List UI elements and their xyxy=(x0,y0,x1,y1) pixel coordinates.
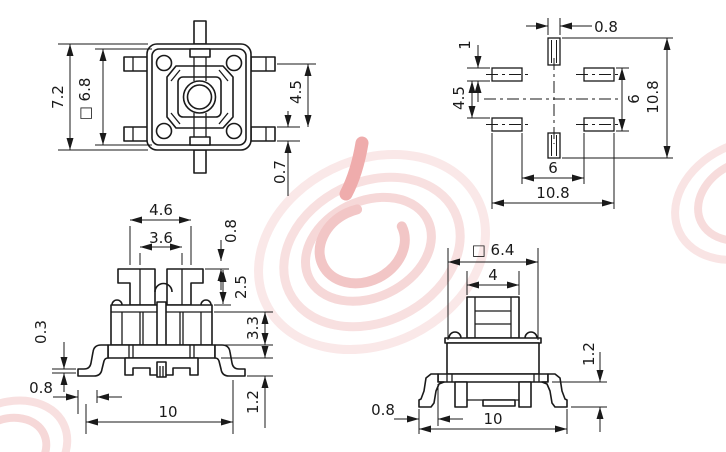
dim-side-body-square: □ 6.4 xyxy=(472,241,515,259)
dim-front-foot-thickness: 0.3 xyxy=(32,320,50,344)
side-bottom-block xyxy=(482,399,516,407)
side-bump-left xyxy=(448,331,462,339)
watermark-ellipse-mid xyxy=(279,172,465,332)
side-foot-tab-right xyxy=(518,381,532,408)
cap-prong-left xyxy=(117,268,156,306)
stem-anchor-bottom xyxy=(189,136,211,146)
dim-front-foot-offset: 0.8 xyxy=(29,379,53,397)
dim-land-row-pitch: 4.5 xyxy=(450,86,468,110)
dim-front-standoff: 1.2 xyxy=(244,390,262,414)
dim-land-inner-vertical: 6 xyxy=(625,94,643,104)
side-gullwing-right xyxy=(541,373,568,408)
body-bump-left xyxy=(111,299,123,306)
dim-front-lead-span: 10 xyxy=(158,403,177,421)
dim-side-lead-span: 10 xyxy=(483,410,502,428)
lead-right-lower xyxy=(250,126,276,142)
side-body xyxy=(446,342,540,375)
dim-land-pad-height: 1 xyxy=(456,40,474,50)
cap-prong-right xyxy=(166,268,204,306)
watermark-accent-stroke xyxy=(339,136,369,201)
stem-top xyxy=(193,20,207,45)
body-bump-right xyxy=(200,299,212,306)
gullwing-lead-right xyxy=(214,344,246,377)
dim-land-overall-horizontal: 10.8 xyxy=(536,184,569,202)
lead-left-lower xyxy=(123,126,149,142)
dim-front-cap-inner: 3.6 xyxy=(149,229,173,247)
corner-hole-tr xyxy=(225,54,243,72)
side-view-part xyxy=(418,296,568,408)
front-view-part xyxy=(77,268,246,378)
watermark-ellipse-inner xyxy=(301,192,436,306)
dim-side-foot-offset: 0.8 xyxy=(371,401,395,419)
dim-land-inner-horizontal: 6 xyxy=(548,159,558,177)
front-flange xyxy=(107,344,216,359)
lead-right-upper xyxy=(250,56,276,72)
dim-top-lead-pitch: 4.5 xyxy=(287,80,305,104)
plunger-dome xyxy=(154,282,173,293)
corner-hole-tl xyxy=(155,54,173,72)
top-view: 7.2 □ 6.8 4.5 0.7 xyxy=(49,20,316,196)
side-bump-right xyxy=(524,331,538,339)
dim-side-plunger-width: 4 xyxy=(488,266,498,284)
plunger-outer-circle xyxy=(182,80,217,114)
watermark-ring xyxy=(314,202,410,289)
gullwing-lead-left xyxy=(77,344,109,377)
dim-front-cap-step: 0.8 xyxy=(222,219,240,243)
dim-front-cap-outer: 4.6 xyxy=(149,201,173,219)
dim-front-cap-height: 2.5 xyxy=(232,275,250,299)
side-foot-tab-left xyxy=(454,381,468,408)
stem-bottom xyxy=(193,149,207,174)
plunger-inner-circle xyxy=(186,84,213,110)
front-view: 4.6 3.6 0.8 2.5 3.3 1.2 0.3 xyxy=(29,201,273,434)
side-gullwing-left xyxy=(418,373,445,408)
dim-top-body-square: □ 6.8 xyxy=(76,78,94,121)
corner-hole-br xyxy=(225,122,243,140)
top-view-part xyxy=(123,20,276,174)
lead-left-upper xyxy=(123,56,149,72)
watermark-swirl-corner xyxy=(0,396,72,452)
front-view-dimensions: 4.6 3.6 0.8 2.5 3.3 1.2 0.3 xyxy=(29,201,273,434)
side-view-dimensions: □ 6.4 4 1.2 0.8 10 xyxy=(371,241,607,434)
land-pattern-view: 0.8 1 4.5 6 10.8 6 10.8 xyxy=(450,18,673,209)
bottom-center-tab xyxy=(156,361,167,378)
watermark-logo xyxy=(0,136,726,452)
actuator-inner-square xyxy=(177,76,222,118)
top-view-dimensions: 7.2 □ 6.8 4.5 0.7 xyxy=(49,43,316,196)
land-pattern-pads xyxy=(484,37,622,159)
watermark-swirl-right xyxy=(671,136,726,264)
dim-front-body-height: 3.3 xyxy=(244,316,262,340)
dim-side-standoff: 1.2 xyxy=(580,342,598,366)
corner-hole-bl xyxy=(155,122,173,140)
dim-land-overall-vertical: 10.8 xyxy=(644,80,662,113)
land-pattern-dimensions: 0.8 1 4.5 6 10.8 6 10.8 xyxy=(450,18,673,209)
stem-anchor-top xyxy=(189,48,211,58)
dim-land-pad-width: 0.8 xyxy=(594,18,618,36)
dim-top-overall: 7.2 xyxy=(49,85,67,109)
watermark-ellipse-outer xyxy=(254,149,490,355)
side-view: □ 6.4 4 1.2 0.8 10 xyxy=(371,241,607,434)
side-flange xyxy=(437,373,549,383)
center-post xyxy=(156,301,167,346)
dim-top-lead-width: 0.7 xyxy=(271,160,289,184)
